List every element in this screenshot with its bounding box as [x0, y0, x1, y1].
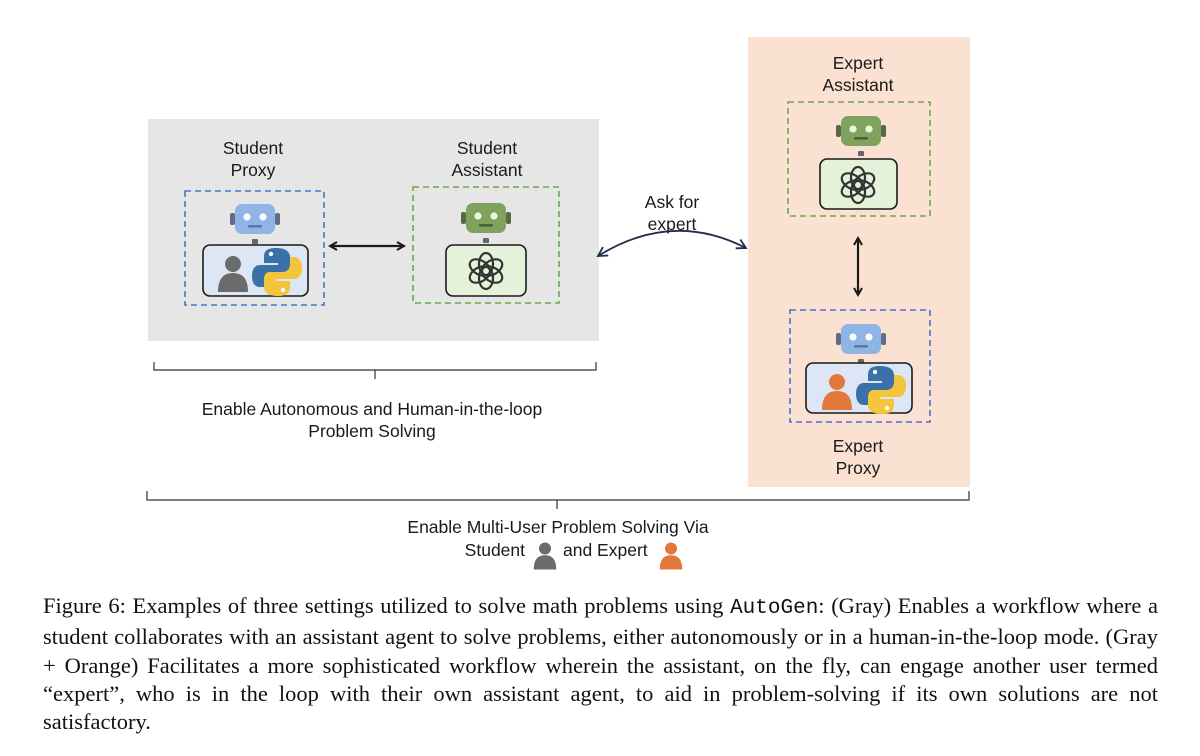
caption-prefix: Figure 6: Examples of three settings uti…	[43, 593, 731, 618]
label-line: Proxy	[230, 160, 276, 180]
workflow-diagram	[146, 37, 970, 570]
label-line: Enable Autonomous and Human-in-the-loop	[201, 399, 543, 419]
expert-assistant-label: Expert Assistant	[798, 52, 918, 96]
expert-assistant-box	[787, 101, 931, 217]
brace-multi-user	[146, 491, 970, 509]
label-line: Student	[456, 138, 518, 158]
ask-for-expert-label: Ask for expert	[622, 191, 722, 235]
person-icon	[659, 542, 683, 570]
person-icon	[533, 542, 557, 570]
label-line: expert	[647, 214, 697, 234]
brace-autonomous	[153, 362, 597, 379]
expert-assistant-card	[819, 158, 898, 210]
label-line: Assistant	[822, 75, 894, 95]
label-line: Student	[222, 138, 284, 158]
student-proxy-box	[184, 190, 325, 306]
label-line: Proxy	[835, 458, 881, 478]
ask-expert-arrow	[596, 229, 748, 257]
expert-proxy-box	[789, 309, 931, 423]
expert-proxy-label: Expert Proxy	[798, 435, 918, 479]
label-line: Expert	[832, 436, 884, 456]
label-line: Assistant	[451, 160, 523, 180]
expert-legend-label: and Expert	[563, 540, 648, 560]
label-line: Enable Multi-User Problem Solving Via	[407, 517, 709, 537]
student-assistant-card	[445, 244, 527, 297]
caption-code: AutoGen	[730, 597, 819, 620]
gray-panel	[148, 119, 599, 341]
student-proxy-label: Student Proxy	[193, 137, 313, 181]
label-line: Ask for	[644, 192, 700, 212]
student-assistant-box	[412, 186, 560, 304]
figure-caption: Figure 6: Examples of three settings uti…	[43, 592, 1158, 736]
student-assistant-label: Student Assistant	[427, 137, 547, 181]
student-legend-label: Student	[464, 540, 525, 560]
label-line: Problem Solving	[308, 421, 436, 441]
label-line: Expert	[832, 53, 884, 73]
multi-user-label: Enable Multi-User Problem Solving Via	[358, 516, 758, 538]
autonomous-label: Enable Autonomous and Human-in-the-loop …	[162, 398, 582, 442]
caption-text: : (Gray) Enables a workflow where a stud…	[43, 593, 1158, 735]
